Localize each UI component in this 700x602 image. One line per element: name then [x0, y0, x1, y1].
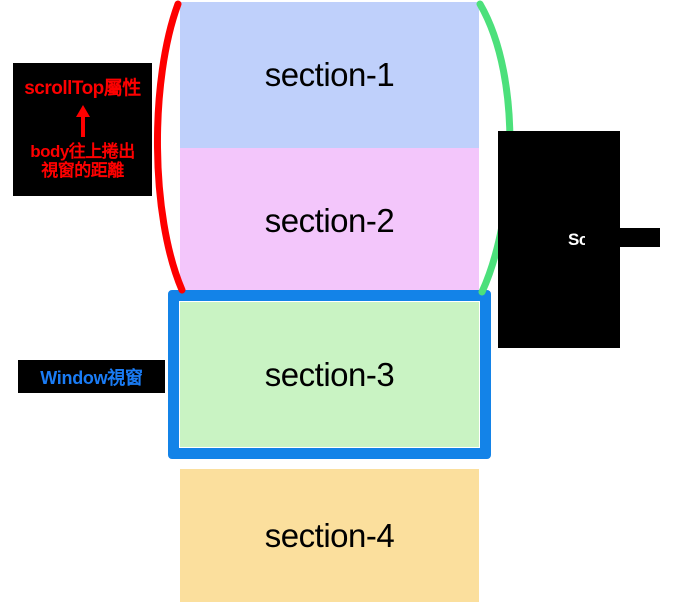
section-block-1: section-1 [180, 2, 479, 148]
section-label-2: section-2 [264, 202, 395, 239]
up-arrow-icon [73, 104, 93, 138]
section-block-3: section-3 [180, 302, 479, 447]
window-callout: Window視窗 [18, 360, 165, 393]
scroll-top-title: scrollTop屬性 [24, 78, 141, 99]
scroll-height-redaction-bar [585, 228, 660, 247]
scroll-top-callout: scrollTop屬性 body往上捲出 視窗的距離 [13, 63, 152, 196]
section-label-1: section-1 [264, 56, 395, 93]
scroll-top-sub-line-1: body往上捲出 [30, 141, 135, 161]
window-callout-label: Window視窗 [40, 367, 143, 388]
section-block-4: section-4 [180, 469, 479, 602]
scroll-top-sub-line-2: 視窗的距離 [41, 160, 124, 180]
window-viewport-frame [168, 290, 491, 459]
section-label-3: section-3 [264, 355, 395, 393]
section-block-2: section-2 [180, 148, 479, 294]
section-label-4: section-4 [264, 516, 395, 554]
scroll-top-arc [154, 0, 186, 294]
